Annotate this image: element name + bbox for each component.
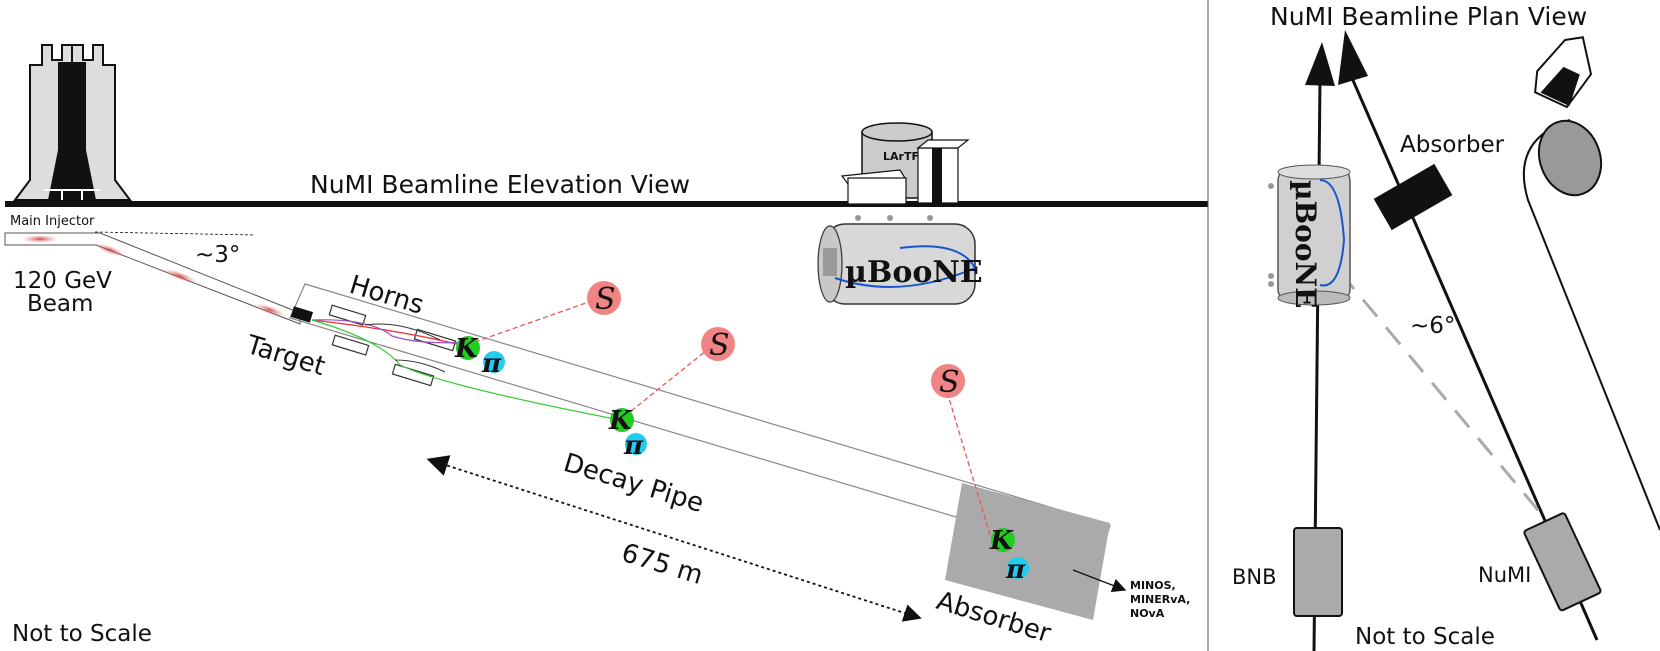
main-injector-ring xyxy=(1537,119,1603,197)
bnb-arrowhead xyxy=(1305,42,1335,86)
downstream-exp-3: NOvA xyxy=(1130,607,1165,620)
lartf-building-icon: LArTF xyxy=(840,122,970,205)
green-track xyxy=(311,319,621,421)
target-label: Target xyxy=(242,330,329,382)
kaon-pion-scalar-1: S K π xyxy=(454,281,621,379)
beam-bunch xyxy=(22,235,58,243)
pion-symbol: π xyxy=(623,431,644,461)
horns xyxy=(328,304,457,387)
pion-symbol: π xyxy=(1005,555,1026,585)
kaon-symbol: K xyxy=(989,526,1014,556)
kaon-pion-scalar-2: S K π xyxy=(608,327,735,461)
plan-absorber-label: Absorber xyxy=(1400,132,1505,158)
horn-field-curve xyxy=(394,359,446,373)
pion-symbol: π xyxy=(481,349,502,379)
kaon-symbol: K xyxy=(608,406,633,436)
beam-bunch xyxy=(94,243,126,257)
downstream-arrow xyxy=(1072,569,1127,593)
scalar-symbol: S xyxy=(939,365,960,400)
kaon-pion-scalar-3: S K π xyxy=(931,364,1029,585)
plan-not-to-scale: Not to Scale xyxy=(1355,624,1495,650)
beam-energy-label: 120 GeV xyxy=(13,268,112,294)
beam-label: Beam xyxy=(27,291,93,317)
scalar-symbol: S xyxy=(709,328,730,363)
bnb-target-block xyxy=(1293,527,1343,617)
scalar-symbol: S xyxy=(595,282,616,317)
numi-to-uboone-line xyxy=(1338,271,1544,516)
length-arrow xyxy=(426,455,922,622)
elevation-view: NuMI Beamline Elevation View Main Inject… xyxy=(4,44,1208,649)
lartf-label: LArTF xyxy=(883,150,919,163)
main-injector-label: Main Injector xyxy=(10,214,95,229)
ground-line xyxy=(5,201,1208,207)
downstream-exp-2: MINERvA, xyxy=(1130,593,1190,606)
numi-arrowhead xyxy=(1338,30,1368,85)
numi-target-block xyxy=(1523,512,1602,612)
plan-title: NuMI Beamline Plan View xyxy=(1270,2,1587,31)
kaon-symbol: K xyxy=(454,334,479,364)
absorber-block xyxy=(945,483,1110,620)
plan-view: NuMI Beamline Plan View Absorber ~6° µBo… xyxy=(1232,2,1660,651)
plan-wilson-hall-icon xyxy=(1534,36,1593,109)
plan-angle-label: ~6° xyxy=(1410,313,1455,339)
numi-label: NuMI xyxy=(1478,563,1531,587)
angle-3deg-label: ~3° xyxy=(195,242,240,268)
bnb-label: BNB xyxy=(1232,565,1277,589)
length-label: 675 m xyxy=(618,538,706,591)
plan-uboone-icon: µBooNE xyxy=(1268,164,1351,308)
beam-bunch xyxy=(163,268,197,284)
uboone-cryostat-icon: µBooNE xyxy=(817,215,983,305)
purple-track xyxy=(311,319,469,344)
target-block xyxy=(290,306,314,323)
elevation-not-to-scale: Not to Scale xyxy=(12,621,152,647)
beam-bunch xyxy=(254,303,286,317)
wilson-hall-icon xyxy=(13,44,132,201)
plan-absorber-block xyxy=(1373,163,1453,231)
elevation-title: NuMI Beamline Elevation View xyxy=(310,170,690,199)
downstream-exp-1: MINOS, xyxy=(1130,579,1176,592)
uboone-label: µBooNE xyxy=(845,255,983,290)
horizontal-reference-line xyxy=(94,231,256,236)
horn-field-curve xyxy=(364,323,441,341)
plan-uboone-label: µBooNE xyxy=(1289,180,1322,308)
